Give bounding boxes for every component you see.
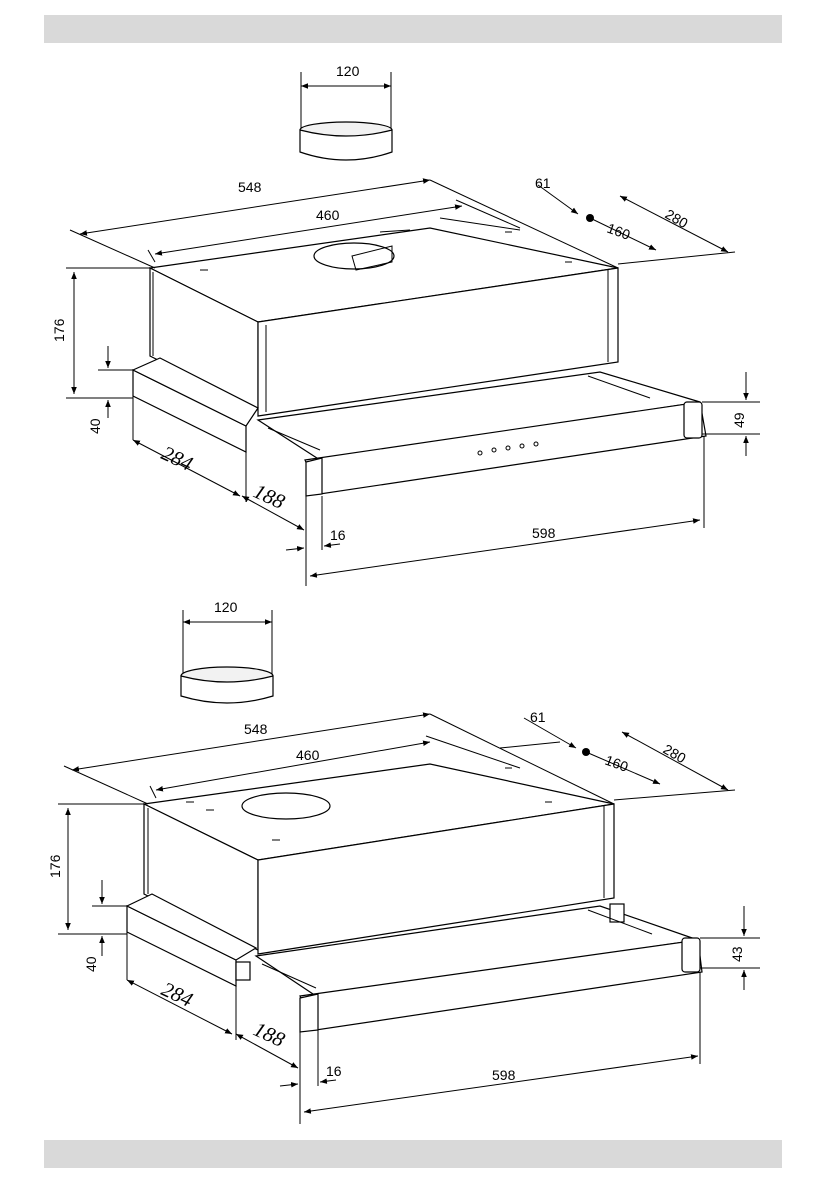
header-bar — [44, 15, 782, 43]
dim-height-body-bottom: 176 — [47, 854, 63, 878]
dim-duct-diameter-top: 120 — [336, 63, 360, 79]
dim-width-inner-top: 460 — [316, 207, 340, 223]
dim-front-height-bottom: 43 — [729, 946, 745, 962]
dim-height-front-bottom: 40 — [83, 956, 99, 972]
dim-depth-slide-bottom: 284 — [158, 977, 197, 1012]
dim-duct-diameter-bottom: 120 — [214, 599, 238, 615]
dim-height-front-top: 40 — [87, 418, 103, 434]
dim-depth-bottom: 280 — [661, 741, 689, 767]
dim-offset-61-bottom: 61 — [530, 709, 546, 725]
dim-slide-extension-bottom: 188 — [250, 1017, 289, 1052]
dim-height-body-top: 176 — [51, 318, 67, 342]
dim-width-total-bottom: 548 — [244, 721, 268, 737]
dim-front-offset-bottom: 16 — [326, 1063, 342, 1079]
dim-width-total-top: 548 — [238, 179, 262, 195]
hood-diagram-top: 120 — [51, 63, 760, 586]
dim-front-offset-top: 16 — [330, 527, 346, 543]
slide-tray-top — [131, 357, 707, 497]
dim-offset-61-top: 61 — [535, 175, 551, 191]
dim-depth-top: 280 — [663, 206, 691, 232]
dim-front-height-top: 49 — [731, 412, 747, 428]
dim-width-inner-bottom: 460 — [296, 747, 320, 763]
dim-front-width-bottom: 598 — [492, 1067, 516, 1083]
dim-slide-extension-top: 188 — [250, 479, 289, 514]
duct-bottom — [180, 610, 274, 704]
hood-diagram-bottom: 120 548 — [47, 599, 760, 1124]
duct-top — [299, 72, 393, 161]
footer-bar — [44, 1140, 782, 1168]
dim-offset-160-bottom: 160 — [603, 752, 631, 775]
dim-front-width-top: 598 — [532, 525, 556, 541]
dim-offset-160-top: 160 — [605, 220, 633, 243]
slide-tray-bottom — [125, 893, 703, 1033]
